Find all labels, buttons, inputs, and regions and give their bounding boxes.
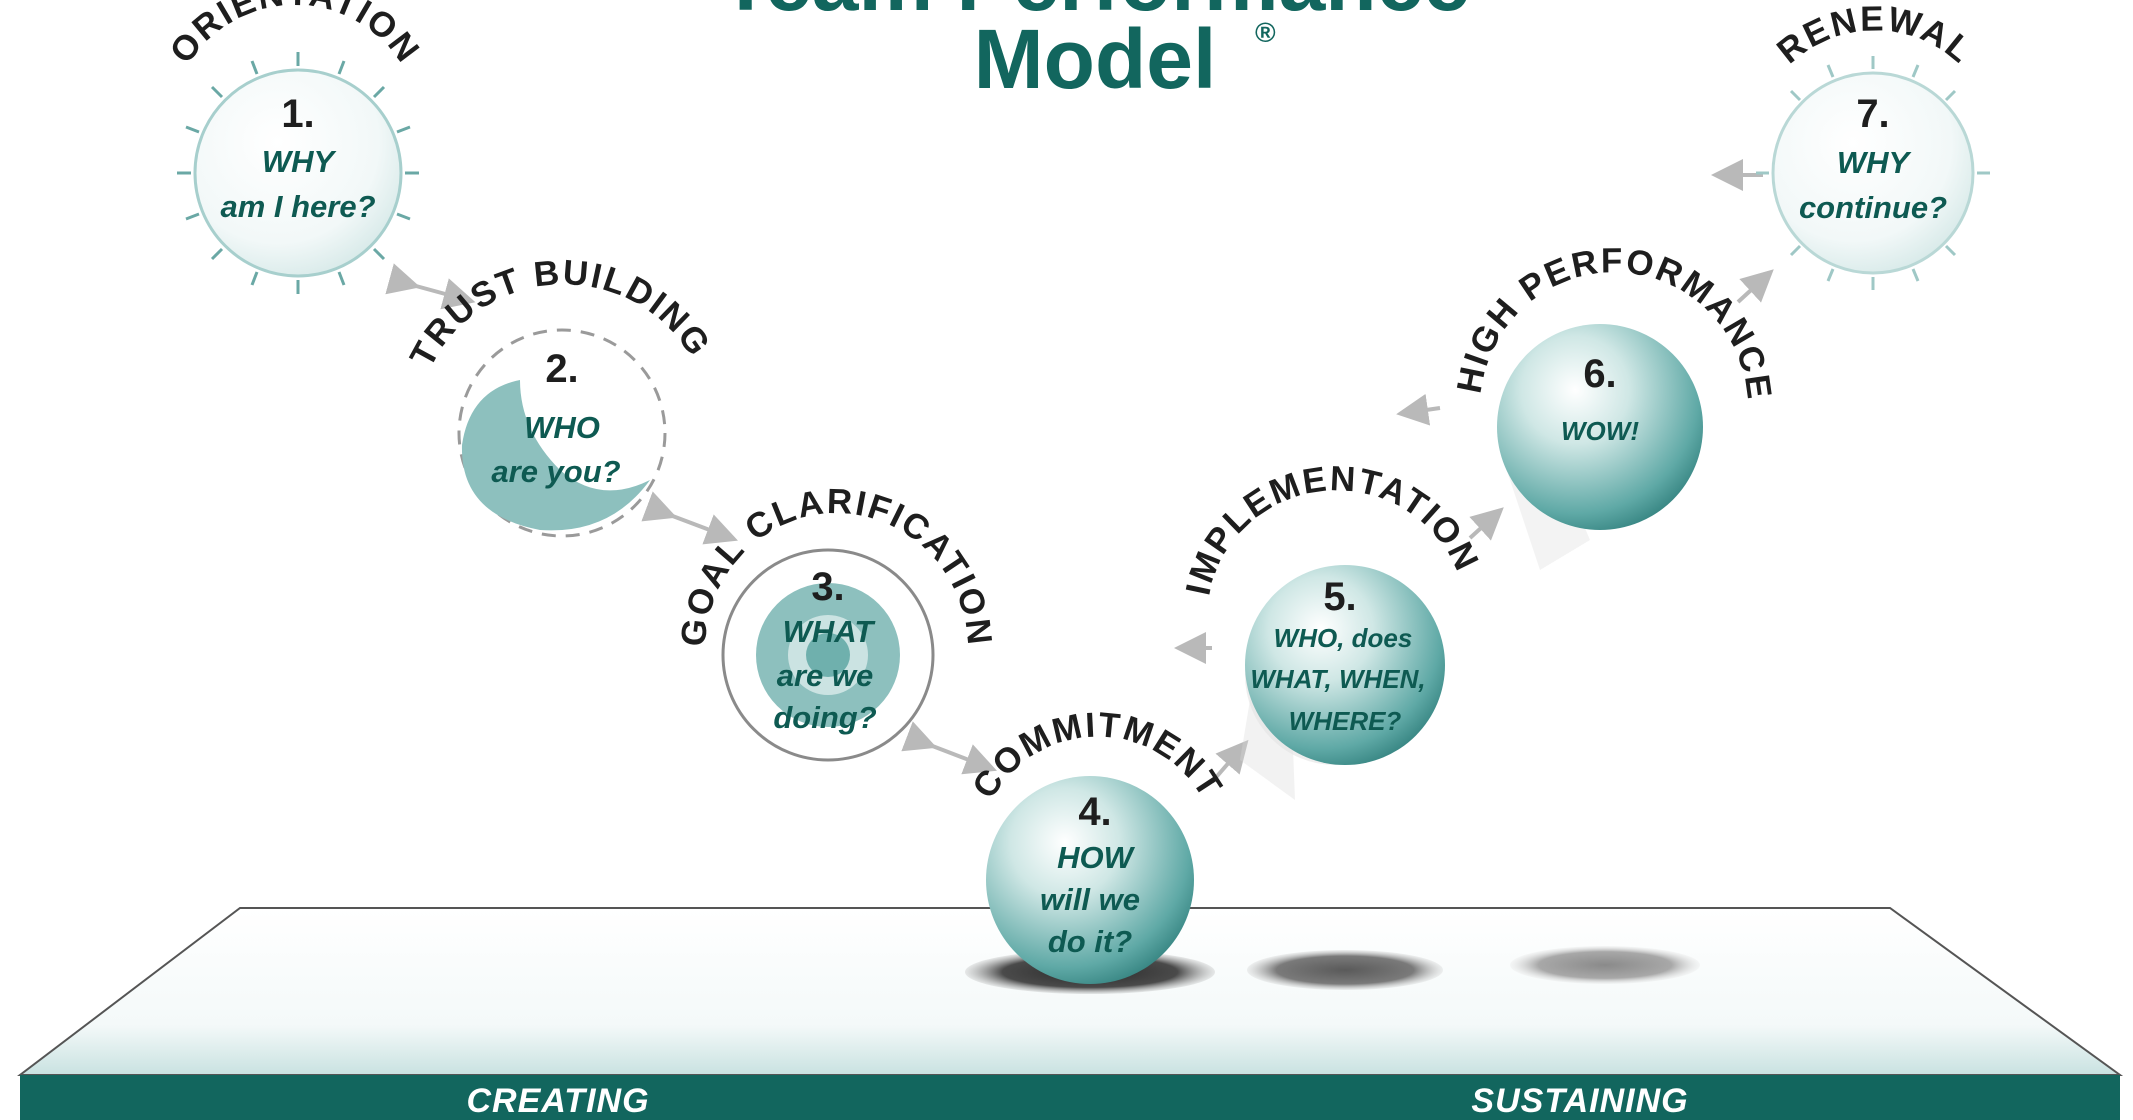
arrow-6-7: [1736, 269, 1774, 304]
commitment-sphere: [986, 776, 1194, 984]
stage-orientation: ORIENTATION 1. WHY am I here?: [162, 0, 427, 294]
commitment-question-line-1: HOW: [1057, 840, 1136, 875]
trust-building-question-line-2: are you?: [491, 454, 620, 489]
creating-label: CREATING: [466, 1082, 649, 1120]
title-line-1: Team Performance: [720, 0, 1470, 28]
stage-goal-clarification: GOAL CLARIFICATION 3. WHAT are we doing?: [674, 482, 997, 762]
renewal-question-line-1: WHY: [1837, 145, 1913, 180]
arrow-3-4: [901, 721, 997, 775]
arrow-4-5: [1210, 739, 1249, 784]
stage-trust-building: TRUST BUILDING 2. WHO are you?: [403, 253, 717, 538]
goal-clarification-question-line-3: doing?: [773, 700, 876, 735]
arrow-6-back: [1396, 393, 1441, 426]
commitment-question-line-2: will we: [1040, 882, 1140, 917]
implementation-question-line-3: WHERE?: [1289, 706, 1402, 736]
arrow-2-3: [641, 491, 738, 545]
registered-mark: ®: [1255, 17, 1276, 48]
orientation-number: 1.: [281, 92, 314, 136]
high-performance-question: WOW!: [1561, 416, 1639, 446]
renewal-sphere: [1771, 71, 1975, 275]
shadow-implementation: [1247, 950, 1443, 990]
trust-building-fill: [461, 380, 650, 531]
stage-implementation: IMPLEMENTATION 5. WHO, does WHAT, WHEN, …: [1179, 459, 1485, 765]
shadow-high-performance: [1510, 946, 1700, 984]
orientation-question-line-1: WHY: [262, 144, 338, 179]
renewal-question-line-2: continue?: [1799, 190, 1947, 225]
renewal-title: RENEWAL: [1770, 0, 1981, 71]
sustaining-label: SUSTAINING: [1471, 1082, 1688, 1120]
implementation-question-line-1: WHO, does: [1274, 623, 1413, 653]
orientation-title: ORIENTATION: [162, 0, 427, 70]
trust-building-question-line-1: WHO: [524, 410, 600, 445]
goal-clarification-bullseye: [806, 633, 850, 677]
arrow-5-6: [1468, 507, 1504, 541]
implementation-sphere: [1245, 565, 1445, 765]
implementation-number: 5.: [1323, 575, 1356, 619]
stage-high-performance: HIGH PERFORMANCE 6. WOW!: [1450, 241, 1777, 530]
high-performance-sphere: [1497, 324, 1703, 530]
connector-arrows: [385, 159, 1774, 784]
renewal-sun-rays: [1756, 56, 1990, 290]
renewal-number: 7.: [1856, 92, 1889, 136]
commitment-number: 4.: [1078, 790, 1111, 834]
diagram-title: Team Performance Model ®: [720, 0, 1470, 106]
orientation-question-line-2: am I here?: [220, 189, 375, 224]
arrow-1-2: [385, 263, 476, 310]
stage-renewal: RENEWAL 7. WHY continue?: [1756, 0, 1990, 290]
goal-clarification-question-line-1: WHAT: [783, 614, 877, 649]
goal-clarification-question-line-2: are we: [777, 658, 874, 693]
title-line-2: Model: [974, 12, 1217, 106]
implementation-question-line-2: WHAT, WHEN,: [1250, 664, 1425, 694]
orientation-sphere: [193, 68, 403, 278]
orientation-sun-rays: [177, 52, 419, 294]
commitment-question-line-3: do it?: [1048, 924, 1132, 959]
platform-base-bar: [20, 1075, 2120, 1120]
high-performance-number: 6.: [1583, 352, 1616, 396]
trust-building-number: 2.: [545, 347, 578, 391]
goal-clarification-number: 3.: [811, 565, 844, 609]
